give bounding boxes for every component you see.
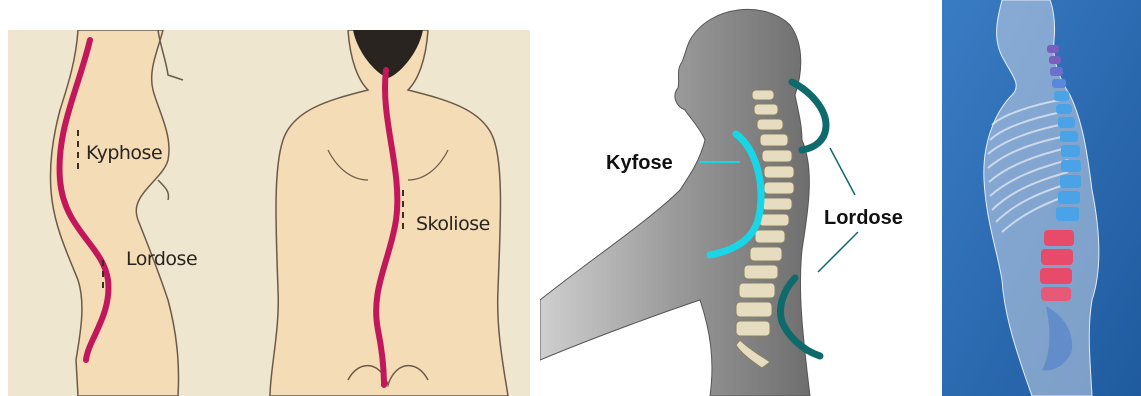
skoliose-label: Skoliose — [416, 213, 490, 235]
posture-illustration-panel: Kyphose Lordose Skoliose — [8, 30, 530, 396]
xray-spine-image — [942, 0, 1141, 396]
kyphose-label: Kyphose — [86, 142, 162, 164]
xray-spine-panel — [942, 0, 1141, 396]
side-view-figure — [50, 30, 183, 396]
lordose-label-middle: Lordose — [824, 207, 903, 230]
anatomy-figure — [540, 0, 936, 396]
kyfose-label: Kyfose — [606, 152, 673, 175]
spine-curvature-panel: Kyfose Lordose — [540, 0, 936, 396]
lordose-label: Lordose — [126, 248, 197, 270]
